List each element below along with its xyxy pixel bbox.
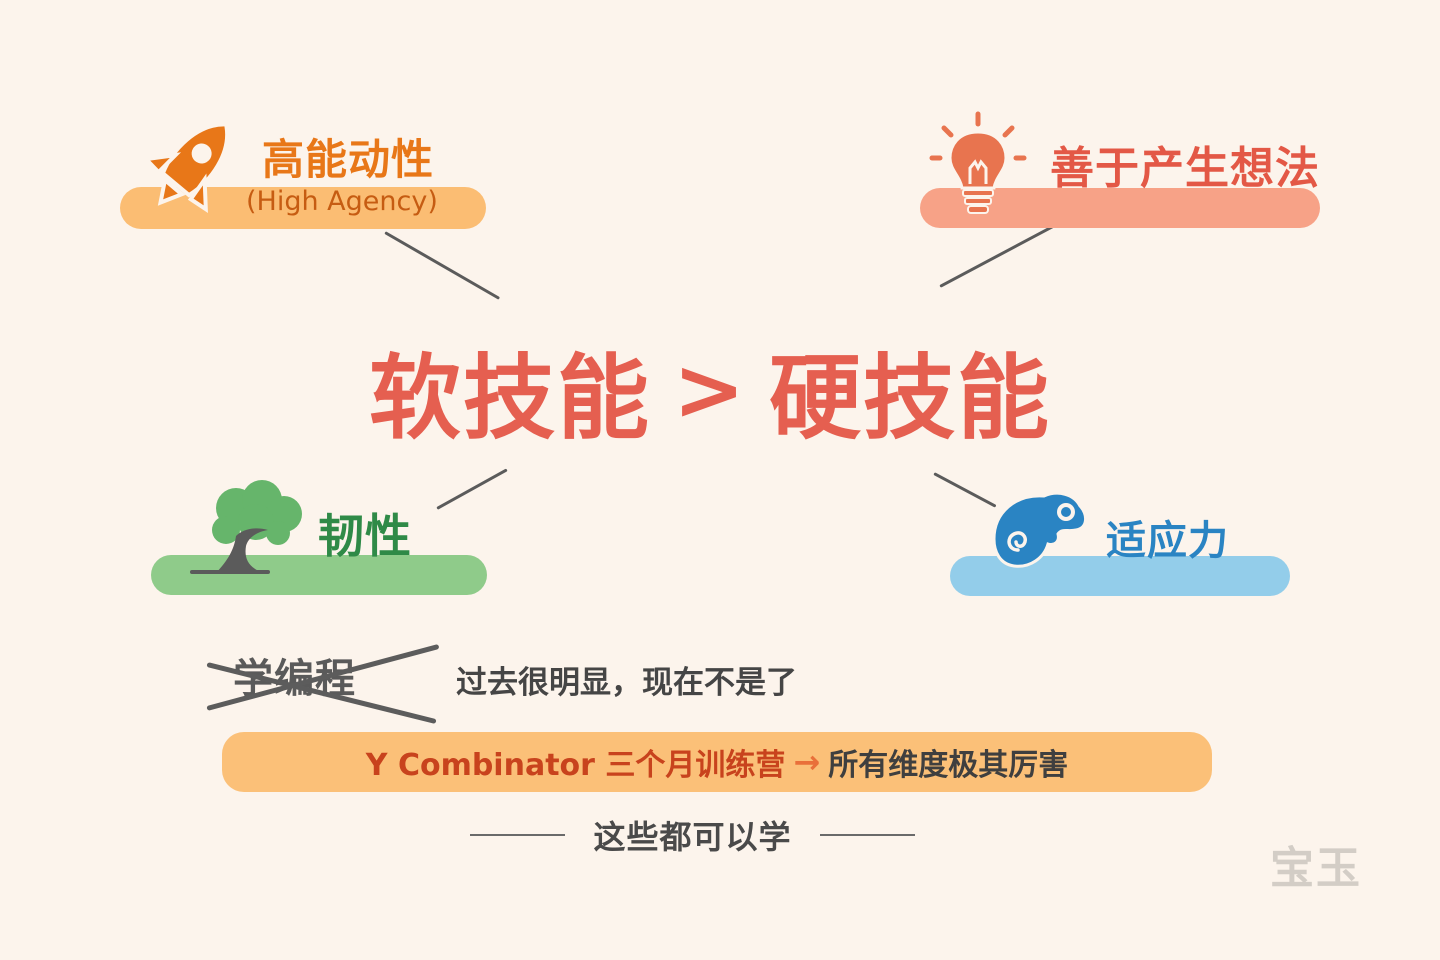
hard-skills-label: 硬技能 [769,344,1052,452]
tree-icon [190,480,302,574]
agency-title: 高能动性 [262,135,435,184]
footer-text: 这些都可以学 [593,818,792,856]
resilience-bar [151,555,487,595]
lightbulb-icon [929,111,1027,214]
soft-skills-label: 软技能 [368,344,651,452]
footer: 这些都可以学 [470,810,915,860]
footer-divider-right [819,834,915,836]
resilience-title: 韧性 [318,509,412,563]
yc-banner-content: Y Combinator 三个月训练营 → 所有维度极其厉害 [222,732,1212,792]
rocket-icon [141,122,230,214]
adaptability-title: 适应力 [1106,518,1229,564]
connector-resilience [436,468,508,510]
crossed-note: 过去很明显，现在不是了 [456,665,797,701]
chameleon-icon [992,491,1087,568]
yc-banner [222,732,1212,792]
greater-than-symbol: > [672,340,748,440]
agency-subtitle: (High Agency) [246,186,438,217]
connector-agency [384,231,501,300]
yc-bootcamp-text: Y Combinator 三个月训练营 [365,748,786,783]
arrow-right-icon: → [793,743,821,781]
footer-divider-left [470,834,565,836]
watermark: 宝玉 [1270,843,1362,894]
connector-ideas [939,222,1060,288]
center-title: 软技能 > 硬技能 [340,325,1080,455]
yc-result-text: 所有维度极其厉害 [828,748,1069,783]
crossed-out-coding: 学编程 [205,640,440,725]
ideas-title: 善于产生想法 [1050,143,1320,194]
